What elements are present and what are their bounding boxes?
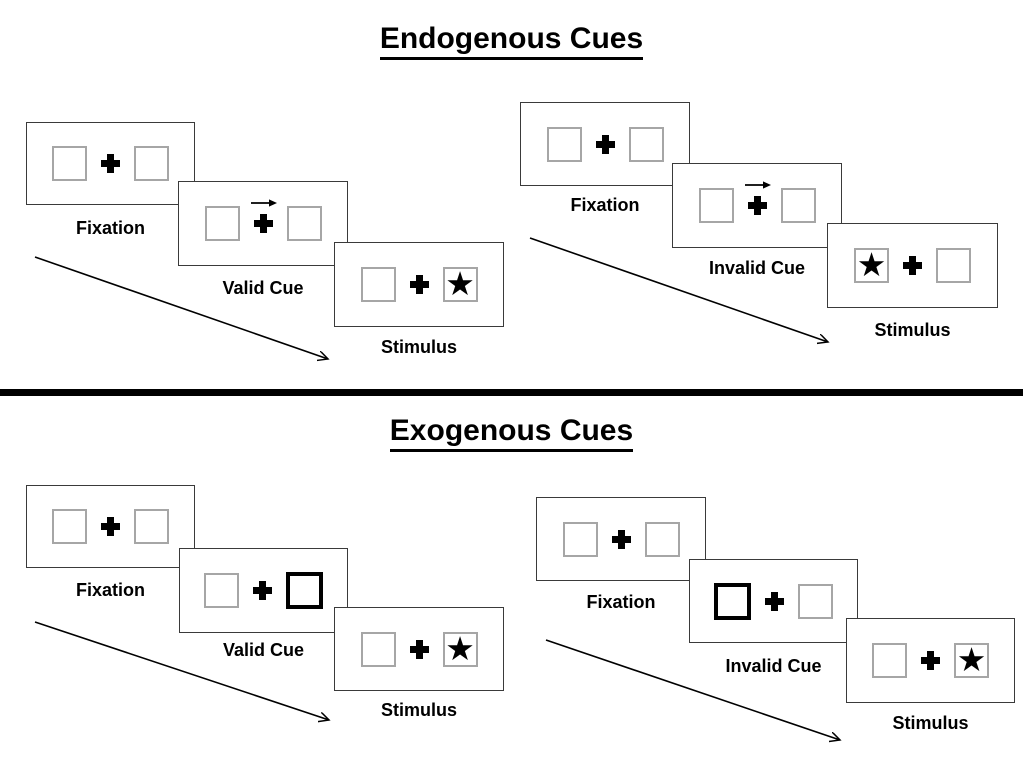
- stimulus-card: ★: [846, 618, 1015, 703]
- fixation-cross-icon: [611, 529, 631, 549]
- stimulus-star-box: ★: [442, 629, 478, 667]
- fixation-cross-icon: [595, 134, 615, 154]
- card-label: Invalid Cue: [708, 258, 806, 278]
- timeline-arrow: [545, 639, 840, 740]
- placeholder-box-right: [644, 521, 680, 557]
- fixation-cross-icon: [903, 256, 922, 275]
- cue-card: [178, 181, 348, 266]
- placeholder-box-left: [360, 631, 396, 667]
- placeholder-box-left: [698, 188, 734, 223]
- timeline-arrow: [34, 256, 328, 359]
- star-icon: ★: [856, 246, 887, 283]
- card-label: Stimulus: [380, 700, 457, 720]
- stimulus-star-box: ★: [854, 248, 889, 283]
- fixation-card: [520, 102, 690, 186]
- fixation-cross-icon: [765, 591, 784, 611]
- placeholder-box-left: [52, 146, 87, 181]
- fixation-cross-icon: [101, 517, 120, 536]
- stimulus-star-box: ★: [954, 643, 989, 678]
- placeholder-box-right: [134, 509, 169, 544]
- fixation-cross-icon: [409, 639, 429, 659]
- peripheral-cue-box: [286, 572, 323, 609]
- card-label: Valid Cue: [222, 640, 305, 660]
- placeholder-box-left: [204, 206, 240, 241]
- card-label: Stimulus: [874, 320, 951, 340]
- central-cue-group: [250, 199, 277, 233]
- placeholder-box-right: [798, 583, 833, 619]
- cue-card: [672, 163, 842, 248]
- placeholder-box-right: [134, 146, 169, 181]
- fixation-cross-icon: [409, 275, 429, 294]
- fixation-card: [26, 485, 195, 568]
- cue-arrow-icon: [744, 181, 771, 189]
- timeline-arrow: [34, 621, 329, 720]
- section-title-text: Endogenous Cues: [379, 22, 644, 60]
- star-icon: ★: [445, 265, 475, 302]
- placeholder-box-right: [628, 126, 664, 162]
- placeholder-box-left: [204, 573, 239, 608]
- fixation-cross-icon: [101, 154, 120, 173]
- fixation-cross-icon: [747, 196, 767, 215]
- peripheral-cue-box: [714, 582, 751, 620]
- star-icon: ★: [956, 641, 987, 678]
- stimulus-card: ★: [827, 223, 998, 308]
- card-label: Invalid Cue: [725, 656, 822, 676]
- placeholder-box-left: [562, 521, 598, 557]
- card-label: Stimulus: [380, 337, 457, 357]
- cue-arrow-icon: [250, 199, 277, 207]
- central-cue-group: [744, 181, 771, 215]
- section-title-endogenous: Endogenous Cues: [0, 22, 1023, 60]
- placeholder-box-left: [546, 126, 582, 162]
- placeholder-box-right: [780, 188, 816, 223]
- section-title-text: Exogenous Cues: [389, 414, 634, 452]
- fixation-cross-icon: [921, 651, 940, 670]
- fixation-cross-icon: [253, 214, 273, 233]
- placeholder-box-right: [286, 206, 322, 241]
- placeholder-box-right: [936, 248, 971, 283]
- placeholder-box-left: [872, 643, 907, 678]
- cue-card: [689, 559, 858, 643]
- cue-card: [179, 548, 348, 633]
- placeholder-box-left: [52, 509, 87, 544]
- fixation-card: [26, 122, 195, 205]
- card-label: Fixation: [75, 580, 145, 600]
- section-divider: [0, 389, 1023, 396]
- fixation-card: [536, 497, 706, 581]
- card-label: Fixation: [586, 592, 656, 612]
- section-title-exogenous: Exogenous Cues: [0, 414, 1023, 452]
- card-label: Fixation: [75, 218, 145, 238]
- card-label: Stimulus: [892, 713, 969, 733]
- stimulus-star-box: ★: [442, 265, 478, 302]
- placeholder-box-left: [360, 267, 396, 302]
- fixation-cross-icon: [253, 581, 272, 600]
- stimulus-card: ★: [334, 242, 504, 327]
- stimulus-card: ★: [334, 607, 504, 691]
- star-icon: ★: [445, 629, 475, 667]
- timeline-arrow: [529, 237, 828, 342]
- card-label: Valid Cue: [222, 278, 304, 298]
- card-label: Fixation: [570, 195, 640, 215]
